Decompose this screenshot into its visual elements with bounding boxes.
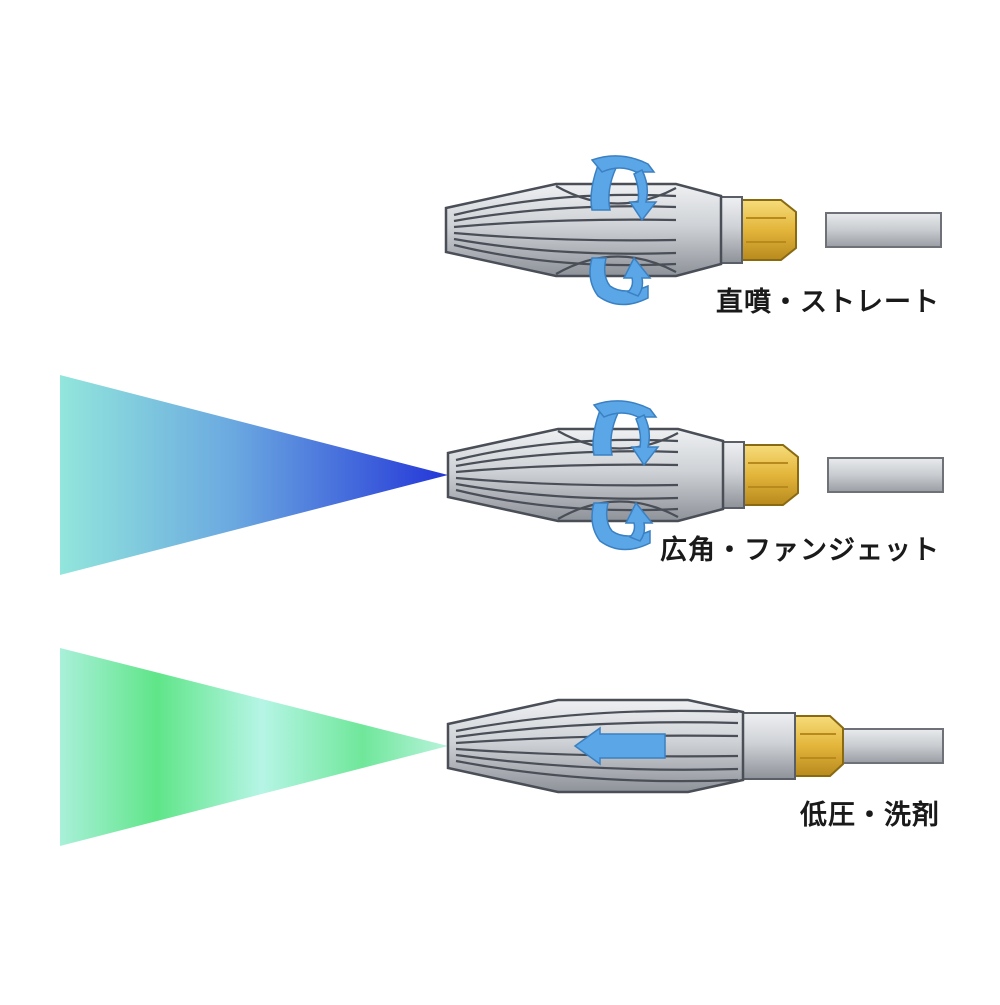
mode-straight-row [58,155,943,306]
nozzle-detergent [446,698,944,794]
fan-jet-spray [60,375,448,575]
mode-label-detergent: 低圧・洗剤 [800,800,940,831]
mode-detergent-row [60,648,944,846]
mode-fan-row [60,375,945,575]
nozzle-fan [446,427,945,523]
nozzle-straight [444,182,943,278]
mode-label-fan: 広角・ファンジェット [660,535,940,566]
slide-arrow-icon [573,726,666,766]
detergent-spray [60,648,448,846]
mode-label-straight: 直噴・ストレート [716,287,940,318]
